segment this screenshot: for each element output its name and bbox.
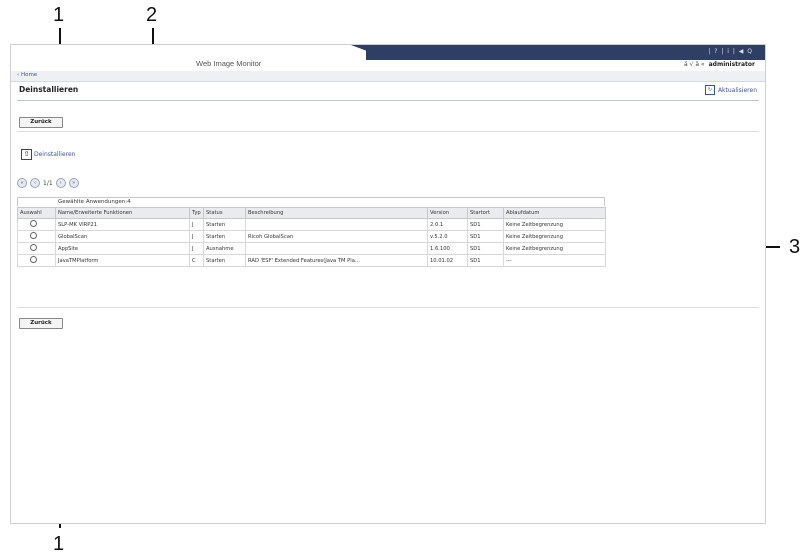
uninstall-link: Deinstallieren (34, 151, 76, 158)
row-select (17, 230, 56, 243)
page-indicator: 1/1 (43, 179, 53, 187)
col-header-type: Typ (189, 207, 204, 219)
divider (17, 307, 759, 308)
table-row: AppSite J Ausnahme 1.6.100 SD1 Keine Zei… (17, 242, 606, 255)
table-header-row: Auswahl Name/Erweiterte Funktionen Typ S… (17, 207, 606, 219)
callout-1-bottom: 1 (53, 533, 65, 555)
col-header-location: Startort (467, 207, 504, 219)
callout-1-top: 1 (53, 4, 65, 26)
table-row: SLP-MK VIRP21 J Starten 2.0.1 SD1 Keine … (17, 218, 606, 231)
cell-type: J (189, 218, 204, 231)
nav-strip: ‹ Home (11, 71, 765, 82)
select-radio[interactable] (30, 244, 37, 251)
cell-expiry: Keine Zeitbegrenzung (503, 230, 606, 243)
prev-page-icon[interactable]: ‹ (30, 178, 40, 188)
table-row: JavaTMPlatform C Starten RAD 'ESF' Exten… (17, 254, 606, 267)
col-header-expiry: Ablaufdatum (503, 207, 606, 219)
cell-expiry: Keine Zeitbegrenzung (503, 242, 606, 255)
col-header-version: Version (427, 207, 468, 219)
select-radio[interactable] (30, 256, 37, 263)
user-name: administrator (708, 61, 755, 68)
app-title: Web Image Monitor (196, 59, 262, 68)
header-links[interactable]: | ? | i | ◀ Q (708, 48, 753, 55)
select-radio[interactable] (30, 232, 37, 239)
pager: « ‹ 1/1 › » (17, 178, 79, 188)
refresh-button[interactable]: ↻ Aktualisieren (704, 85, 757, 95)
uninstall-icon: ⇧ (21, 149, 32, 160)
col-header-name: Name/Erweiterte Funktionen (55, 207, 190, 219)
cell-type: J (189, 230, 204, 243)
last-page-icon[interactable]: » (68, 178, 79, 188)
cell-version: 1.6.100 (427, 242, 468, 255)
row-select (17, 254, 56, 267)
col-header-select: Auswahl (17, 207, 56, 219)
cell-location: SD1 (467, 242, 504, 255)
first-page-icon[interactable]: « (17, 178, 27, 188)
cell-expiry: --- (503, 254, 606, 267)
cell-name: GlobalScan (55, 230, 190, 243)
cell-status: Ausnahme (203, 242, 246, 255)
col-header-description: Beschreibung (245, 207, 428, 219)
cell-name: AppSite (55, 242, 190, 255)
applications-table: Auswahl Name/Erweiterte Funktionen Typ S… (17, 207, 606, 267)
cell-type: J (189, 242, 204, 255)
cell-type: C (189, 254, 204, 267)
back-button-bottom[interactable]: Zurück (19, 318, 63, 329)
header-dark-band (366, 45, 765, 60)
user-icons[interactable]: ä √ ä « (684, 61, 705, 68)
cell-name: JavaTMPlatform (55, 254, 190, 267)
cell-description (245, 242, 428, 255)
cell-description: RAD 'ESF' Extended Features(Java TM Pla.… (245, 254, 428, 267)
cell-status: Starten (203, 218, 246, 231)
cell-location: SD1 (467, 230, 504, 243)
cell-version: 10.01.02 (427, 254, 468, 267)
next-page-icon[interactable]: › (55, 178, 66, 188)
refresh-label: Aktualisieren (717, 86, 757, 94)
callout-2: 2 (146, 4, 158, 26)
table-caption: Gewählte Anwendungen:4 (17, 197, 605, 206)
divider (17, 131, 759, 132)
cell-name: SLP-MK VIRP21 (55, 218, 190, 231)
cell-location: SD1 (467, 218, 504, 231)
cell-description: Ricoh GlobalScan (245, 230, 428, 243)
cell-status: Starten (203, 254, 246, 267)
back-button-top[interactable]: Zurück (19, 117, 63, 128)
refresh-icon: ↻ (704, 85, 715, 95)
col-header-status: Status (203, 207, 246, 219)
header-bar: | ? | i | ◀ Q Web Image Monitor ä √ ä «a… (11, 45, 765, 71)
uninstall-action[interactable]: ⇧ Deinstallieren (21, 149, 75, 160)
cell-status: Starten (203, 230, 246, 243)
callout-3: 3 (789, 236, 801, 258)
page-title: Deinstallieren (19, 85, 79, 94)
row-select (17, 242, 56, 255)
cell-location: SD1 (467, 254, 504, 267)
user-area: ä √ ä «administrator (684, 61, 755, 68)
web-image-monitor-window: | ? | i | ◀ Q Web Image Monitor ä √ ä «a… (10, 44, 766, 524)
home-link[interactable]: ‹ Home (17, 72, 38, 78)
select-radio[interactable] (30, 220, 37, 227)
cell-version: v.5.2.0 (427, 230, 468, 243)
row-select (17, 218, 56, 231)
cell-description (245, 218, 428, 231)
cell-expiry: Keine Zeitbegrenzung (503, 218, 606, 231)
title-divider (17, 100, 759, 101)
table-row: GlobalScan J Starten Ricoh GlobalScan v.… (17, 230, 606, 243)
cell-version: 2.0.1 (427, 218, 468, 231)
